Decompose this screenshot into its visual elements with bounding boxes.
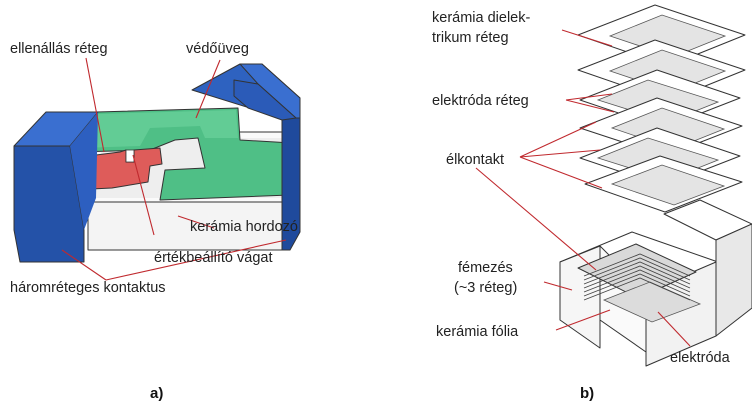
label-dielectric-line1: kerámia dielek-: [432, 10, 530, 26]
capacitor-body: [559, 199, 752, 367]
layer-sheet-4: [579, 97, 743, 157]
label-three-layer-contact: háromréteges kontaktus: [10, 280, 166, 296]
label-electrode-layer: elektróda réteg: [432, 93, 529, 109]
leader-contact-right: [105, 239, 287, 281]
leader-electrode-layer-2: [565, 99, 615, 113]
capacitor-layer-stack: [577, 4, 746, 213]
right-metal-cap-side: [715, 223, 752, 337]
leader-edge-contact-1: [519, 121, 597, 158]
caption-b: b): [580, 385, 594, 402]
leader-protective-glass: [195, 59, 221, 119]
leader-ceramic-substrate: [177, 215, 215, 229]
trimming-cut-notch: [125, 149, 135, 163]
cutaway-layer-lines: [583, 253, 691, 301]
label-metallization-line2: (~3 réteg): [454, 280, 517, 296]
leader-electrode: [657, 311, 691, 347]
leader-ceramic-foil: [555, 309, 611, 331]
label-resistive-layer: ellenállás réteg: [10, 41, 108, 57]
panel-a-leader-lines: [61, 57, 287, 281]
label-ceramic-substrate: kerámia hordozó: [190, 219, 298, 235]
label-protective-glass: védőüveg: [186, 41, 249, 57]
leader-contact-left: [61, 249, 107, 281]
leader-resistive-layer: [85, 57, 105, 153]
label-ceramic-foil: kerámia fólia: [436, 324, 519, 340]
label-edge-contact: élkontakt: [446, 152, 504, 168]
panel-a-labels: ellenállás réteg védőüveg kerámia hordoz…: [10, 41, 298, 402]
leader-edge-contact-4: [475, 167, 597, 271]
label-electrode: elektróda: [670, 350, 731, 366]
caption-a: a): [150, 385, 163, 402]
panel-b-labels: kerámia dielek- trikum réteg elektróda r…: [432, 10, 731, 402]
left-contact-highlight: [70, 112, 98, 230]
electrode-area: [602, 281, 702, 323]
leader-metallization: [543, 281, 573, 291]
panel-b-leader-lines: [475, 29, 691, 347]
right-metal-cap-top: [663, 199, 752, 241]
leader-edge-contact-2: [519, 149, 601, 158]
label-metallization-line1: fémezés: [458, 260, 513, 276]
protective-glass-top: [80, 110, 238, 148]
label-trimming-cut: értékbeállító vágat: [154, 250, 273, 266]
layer-sheet-6: [584, 155, 743, 213]
leader-dielectric: [561, 29, 613, 47]
right-contact-face: [233, 79, 297, 121]
leader-electrode-layer-1: [565, 93, 613, 101]
leader-edge-contact-3: [519, 156, 603, 189]
leader-trimming-cut: [132, 154, 155, 236]
label-dielectric-line2: trikum réteg: [432, 30, 509, 46]
